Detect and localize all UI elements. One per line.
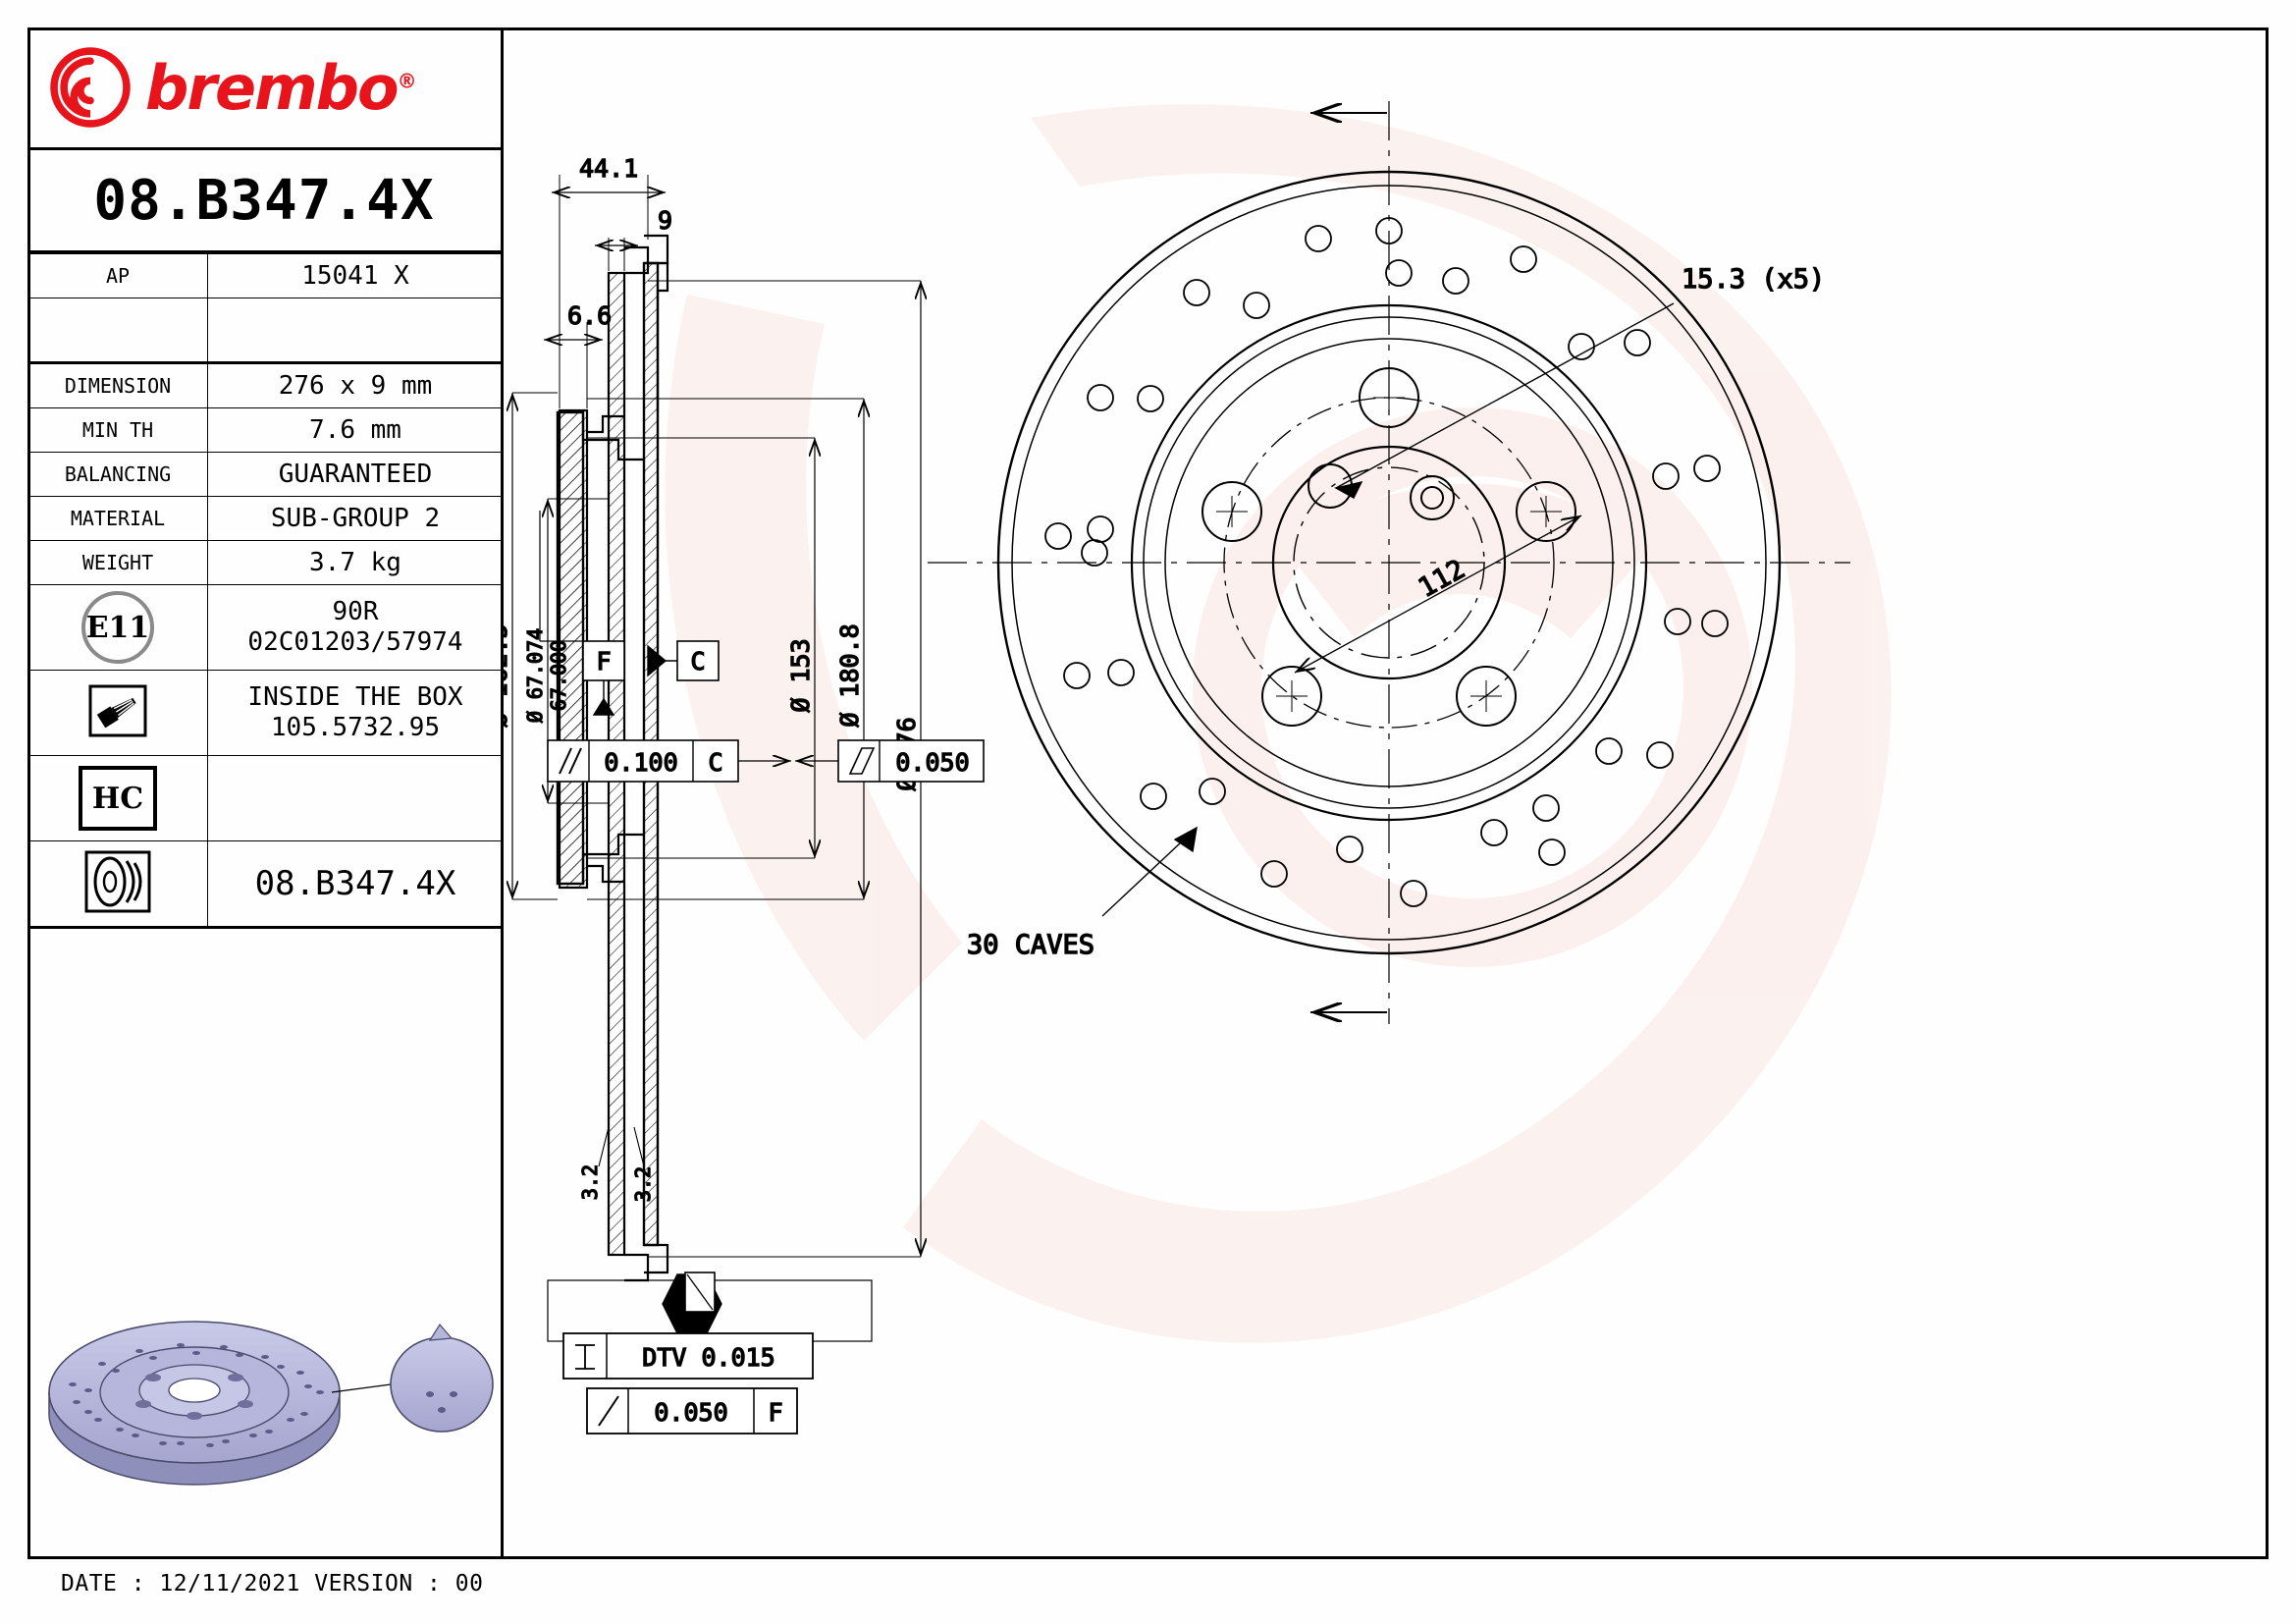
dimension-thickness-9: 9 [595, 205, 673, 271]
balancing-label: BALANCING [27, 452, 208, 497]
tol-dtv-value: DTV 0.015 [642, 1343, 774, 1372]
dimension-6-6: 6.6 [544, 300, 613, 408]
dim-6-6-text: 6.6 [567, 301, 612, 330]
table-row-dimension: DIMENSION 276 x 9 mm [27, 362, 504, 408]
blank-label [27, 298, 208, 364]
bolt-hole-dia-text: 15.3 (x5) [1682, 264, 1825, 295]
homologation-line2: 02C01203/57974 [247, 627, 463, 657]
homologation-line1: 90R [332, 596, 379, 626]
brembo-wordmark: brembo® [145, 51, 417, 124]
hc-label: HC [91, 781, 144, 816]
material-label: MATERIAL [27, 496, 208, 541]
min-th-value: 7.6 mm [207, 407, 504, 453]
specification-table: AP 15041 X DIMENSION 276 x 9 mm MIN TH 7… [27, 253, 504, 929]
hc-badge-icon: HC [27, 755, 208, 841]
detail-leader-line [331, 1383, 392, 1393]
ap-value: 15041 X [207, 253, 504, 298]
disc-detail-zoom [390, 1323, 494, 1433]
datum-c-text: C [690, 647, 705, 676]
part-number-text: 08.B347.4X [93, 168, 435, 233]
pcd-112-text: 112 [1414, 554, 1470, 604]
hc-badge: HC [79, 766, 157, 831]
weight-label: WEIGHT [27, 540, 208, 585]
locating-hole-target [1308, 463, 1455, 520]
chamfer-left-text: 3.2 [578, 1164, 602, 1200]
tol-flatness-value: 0.050 [895, 748, 969, 777]
table-row-weight: WEIGHT 3.7 kg [27, 540, 504, 585]
tol-parallelism-value: 0.100 [604, 748, 677, 777]
table-row-blank [27, 298, 504, 364]
inside-box-line1: INSIDE THE BOX [247, 681, 463, 712]
dimension-dia-180-8: Ø 180.8 [587, 398, 864, 900]
dim-dia-153-text: Ø 153 [786, 638, 815, 712]
table-row-hc: HC [27, 755, 504, 841]
table-row-ap: AP 15041 X [27, 253, 504, 298]
datum-c-symbol: C [647, 640, 720, 681]
tolerance-frame-flatness: 0.050 [795, 739, 985, 783]
disc-code-value: 08.B347.4X [207, 840, 504, 929]
inside-box-value: INSIDE THE BOX 105.5732.95 [207, 670, 504, 756]
brembo-logo-icon [50, 47, 131, 128]
tol-parallelism-datum: C [708, 748, 722, 777]
table-row-homologation: E11 90R 02C01203/57974 [27, 584, 504, 671]
dim-9-text: 9 [658, 206, 672, 235]
dimension-value: 276 x 9 mm [207, 362, 504, 408]
e11-circle: E11 [81, 591, 154, 664]
date-version-footer: DATE : 12/11/2021 VERSION : 00 [61, 1571, 484, 1597]
drilled-holes-ring [1044, 217, 1729, 907]
caves-text: 30 CAVES [967, 930, 1095, 960]
e11-homologation-icon: E11 [27, 584, 208, 671]
ap-label: AP [27, 253, 208, 298]
brembo-wordmark-text: brembo [145, 51, 400, 124]
tolerance-frame-parallelism: 0.100 C [547, 739, 791, 783]
dim-dia-180-8-text: Ø 180.8 [835, 623, 864, 727]
dim-dia-162-5-text: Ø 162.5 [501, 623, 512, 727]
blank-value [207, 298, 504, 364]
inside-box-line2: 105.5732.95 [270, 713, 441, 742]
material-value: SUB-GROUP 2 [207, 496, 504, 541]
engineering-drawing-area: 44.1 9 6.6 Ø 162.5 [501, 101, 1850, 1435]
tolerance-frame-dtv: DTV 0.015 0.050 F [547, 1272, 873, 1435]
face-view: 112 15.3 (x5) 30 CAVES [928, 101, 1850, 1024]
chamfer-right-text: 3.2 [631, 1166, 655, 1202]
brake-disc-pad-icon-glyph [84, 850, 151, 912]
table-row-disc-code: 08.B347.4X [27, 840, 504, 929]
brembo-logo-cell: brembo® [27, 27, 501, 150]
dimension-dia-153: Ø 153 [587, 437, 815, 859]
hc-value [207, 755, 504, 841]
brake-disc-pad-icon [27, 840, 208, 929]
bolt-hole-dia-leader [1334, 302, 1675, 499]
homologation-value: 90R 02C01203/57974 [207, 584, 504, 671]
weight-value: 3.7 kg [207, 540, 504, 585]
e11-label: E11 [85, 610, 150, 645]
screw-icon [27, 670, 208, 756]
tol-runout-datum: F [768, 1398, 782, 1427]
table-row-material: MATERIAL SUB-GROUP 2 [27, 496, 504, 541]
dim-dia-67-000-text: 67.000 [547, 640, 570, 711]
caves-leader [1101, 826, 1198, 917]
table-row-inside-box: INSIDE THE BOX 105.5732.95 [27, 670, 504, 756]
dim-44-1-text: 44.1 [579, 154, 638, 183]
dimension-overall-width: 44.1 [552, 153, 666, 403]
balancing-value: GUARANTEED [207, 452, 504, 497]
screw-icon-glyph [88, 684, 147, 736]
isometric-disc-preview [48, 1321, 494, 1486]
disc-iso-body [48, 1321, 341, 1486]
table-row-min-th: MIN TH 7.6 mm [27, 407, 504, 453]
chamfer-callouts: 3.2 3.2 [577, 1126, 656, 1203]
registered-mark: ® [397, 68, 417, 92]
min-th-label: MIN TH [27, 407, 208, 453]
tol-runout-value: 0.050 [654, 1398, 727, 1427]
view-direction-arrows [1310, 113, 1387, 1012]
dim-dia-67-074-text: Ø 67.074 [523, 628, 547, 723]
dimension-dia-162-5: Ø 162.5 [501, 392, 558, 900]
datum-f-symbol: F [539, 511, 625, 716]
part-number-cell: 08.B347.4X [27, 150, 501, 253]
table-row-balancing: BALANCING GUARANTEED [27, 452, 504, 497]
datum-f-text: F [596, 647, 611, 676]
dimension-label: DIMENSION [27, 362, 208, 408]
